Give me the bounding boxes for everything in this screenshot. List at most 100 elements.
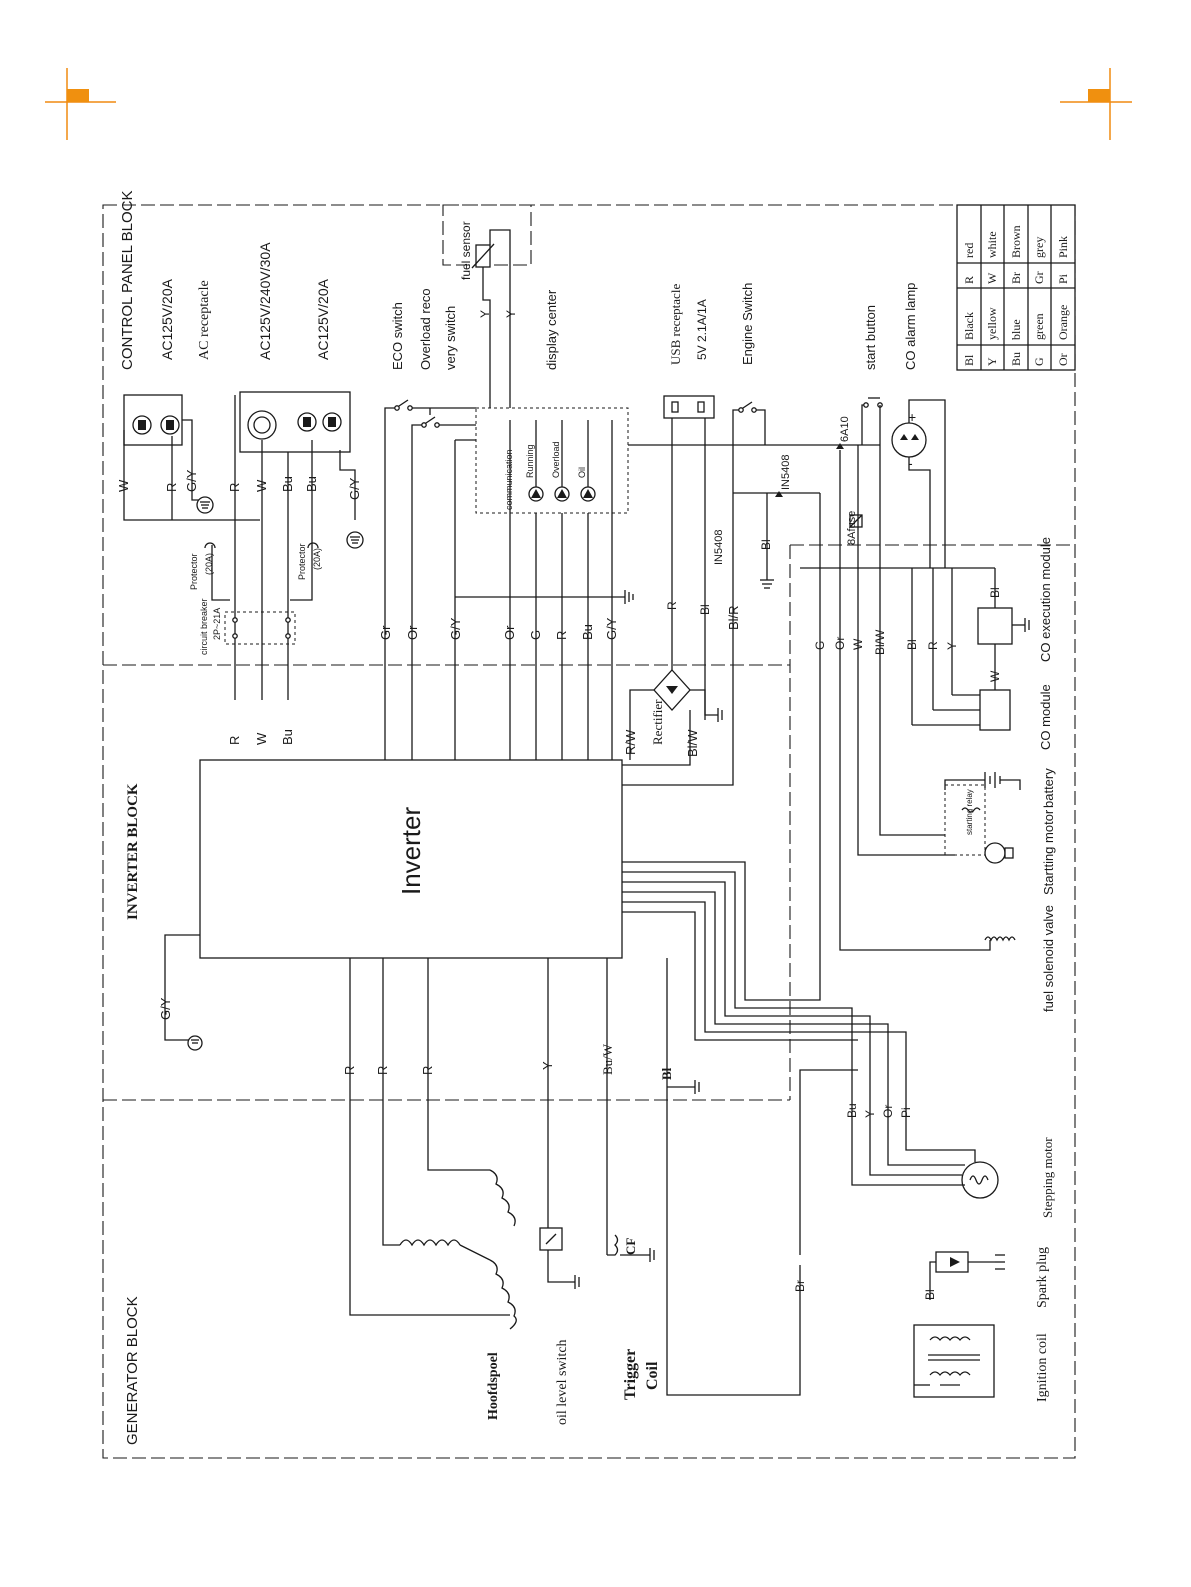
svg-text:Bl: Bl bbox=[923, 1289, 937, 1300]
fuel-solenoid-valve-icon bbox=[984, 936, 1016, 942]
ground-icon bbox=[196, 496, 214, 514]
usb-receptacle-icon bbox=[663, 395, 715, 419]
svg-text:G/Y: G/Y bbox=[184, 469, 199, 492]
label-co-alarm-lamp: CO alarm lamp bbox=[903, 283, 918, 370]
hoofdspoel-coil-icon bbox=[399, 1169, 517, 1330]
co-execution-module-icon bbox=[977, 607, 1030, 645]
starting-motor-icon bbox=[984, 842, 1014, 864]
crop-mark-left bbox=[45, 68, 116, 140]
label-ac125-240-30a: AC125V/240V/30A bbox=[257, 242, 273, 360]
svg-text:Y: Y bbox=[504, 310, 518, 318]
svg-text:Or: Or bbox=[405, 625, 420, 640]
svg-text:Brown: Brown bbox=[1009, 225, 1023, 258]
svg-text:Bl: Bl bbox=[659, 1067, 674, 1080]
svg-text:(20A): (20A) bbox=[312, 548, 322, 570]
svg-text:Or: Or bbox=[881, 1105, 895, 1118]
svg-text:Y: Y bbox=[863, 1110, 877, 1118]
svg-text:Or: Or bbox=[502, 625, 517, 640]
svg-text:Rectifier: Rectifier bbox=[650, 699, 665, 745]
svg-text:Protector: Protector bbox=[189, 553, 199, 590]
svg-text:G/Y: G/Y bbox=[448, 617, 463, 640]
receptacle-30a-icon bbox=[239, 391, 351, 453]
svg-text:6A10: 6A10 bbox=[839, 416, 851, 442]
svg-text:Ignition coil: Ignition coil bbox=[1035, 1333, 1050, 1402]
svg-text:Pi: Pi bbox=[899, 1107, 913, 1118]
svg-text:Spark plug: Spark plug bbox=[1035, 1247, 1050, 1308]
label-overload-reco: Overload reco bbox=[418, 288, 433, 370]
svg-text:Bu: Bu bbox=[280, 729, 295, 745]
ignition-coil-icon bbox=[913, 1324, 995, 1398]
svg-text:fuel solenoid valve: fuel solenoid valve bbox=[1041, 905, 1056, 1012]
svg-text:Gr: Gr bbox=[378, 625, 393, 640]
svg-text:Oil: Oil bbox=[577, 467, 587, 478]
svg-text:red: red bbox=[962, 243, 976, 258]
battery-icon bbox=[984, 772, 1001, 788]
diode-in5408-b-icon: IN5408 bbox=[775, 455, 792, 497]
ground-icon-bl bbox=[694, 1080, 700, 1094]
label-eco-switch: ECO switch bbox=[390, 302, 405, 370]
engine-switch-icon bbox=[732, 401, 766, 445]
svg-text:R: R bbox=[962, 276, 976, 284]
svg-text:Bu/W: Bu/W bbox=[600, 1043, 615, 1075]
co-alarm-lamp-icon: + - bbox=[891, 409, 927, 471]
svg-text:W: W bbox=[851, 638, 865, 650]
inverter-label: Inverter bbox=[396, 807, 426, 895]
crop-mark-right bbox=[1060, 68, 1132, 140]
svg-text:W: W bbox=[254, 732, 269, 745]
svg-text:CO execution module: CO execution module bbox=[1038, 537, 1053, 662]
ground-icon-panel bbox=[624, 590, 634, 604]
ground-icon-b bbox=[346, 531, 364, 549]
svg-text:R: R bbox=[420, 1066, 435, 1075]
label-fuel-sensor: fuel sensor bbox=[459, 221, 473, 280]
svg-text:W: W bbox=[254, 479, 269, 492]
svg-text:Or: Or bbox=[1056, 353, 1070, 366]
label-display-center: display center bbox=[544, 289, 559, 370]
co-module-icon bbox=[979, 689, 1011, 731]
svg-text:Bl: Bl bbox=[988, 587, 1002, 598]
svg-text:G/Y: G/Y bbox=[604, 617, 619, 640]
svg-text:-: - bbox=[908, 455, 913, 471]
svg-text:Bl: Bl bbox=[698, 604, 712, 615]
svg-text:G: G bbox=[813, 641, 827, 650]
svg-text:Bu: Bu bbox=[845, 1103, 859, 1118]
svg-text:Bl: Bl bbox=[905, 639, 919, 650]
ground-icon-rectifier bbox=[717, 708, 723, 722]
ground-icon-engine bbox=[760, 579, 774, 589]
oil-level-switch-icon bbox=[539, 1227, 580, 1289]
diode-in5408-a-icon: IN5408 bbox=[713, 530, 725, 565]
svg-text:Bu: Bu bbox=[304, 476, 319, 492]
outer-border bbox=[102, 204, 1076, 1459]
svg-text:communication: communication bbox=[504, 449, 514, 510]
svg-text:IN5408: IN5408 bbox=[780, 455, 792, 490]
rectifier-icon bbox=[653, 669, 691, 711]
svg-text:Br: Br bbox=[1009, 272, 1023, 284]
svg-text:Pi: Pi bbox=[1056, 273, 1070, 284]
svg-text:Orange: Orange bbox=[1056, 305, 1070, 340]
diode-6a10-icon: 6A10 bbox=[836, 416, 851, 449]
label-engine-switch: Engine Switch bbox=[740, 283, 755, 365]
svg-text:R: R bbox=[375, 1066, 390, 1075]
stepping-motor-icon bbox=[961, 1161, 999, 1199]
indicator-communication: communication bbox=[504, 449, 514, 510]
svg-text:G: G bbox=[528, 630, 543, 640]
svg-text:R: R bbox=[665, 601, 679, 610]
svg-text:circuit breaker: circuit breaker bbox=[199, 598, 209, 655]
label-ac125-20a-b: AC125V/20A bbox=[315, 278, 331, 360]
svg-text:Br: Br bbox=[793, 1280, 807, 1292]
generator-block-title: GENERATOR BLOCK bbox=[124, 1296, 141, 1445]
svg-text:Y: Y bbox=[985, 357, 999, 366]
svg-text:8Afuse: 8Afuse bbox=[846, 511, 858, 545]
svg-text:Pink: Pink bbox=[1056, 236, 1070, 258]
svg-text:W: W bbox=[116, 479, 131, 492]
color-legend-table: Bl Black Y yellow Bu blue G green Or Ora… bbox=[956, 204, 1076, 371]
svg-text:R: R bbox=[227, 736, 242, 745]
svg-text:blue: blue bbox=[1009, 319, 1023, 340]
svg-text:Protector: Protector bbox=[297, 543, 307, 580]
svg-text:Overload: Overload bbox=[551, 441, 561, 478]
svg-text:G: G bbox=[1032, 357, 1046, 366]
svg-text:G/Y: G/Y bbox=[347, 477, 362, 500]
indicator-running: Running bbox=[525, 444, 544, 502]
svg-text:Bl/R: Bl/R bbox=[726, 605, 741, 630]
svg-text:Gr: Gr bbox=[1032, 271, 1046, 284]
label-very-switch: very switch bbox=[443, 306, 458, 370]
